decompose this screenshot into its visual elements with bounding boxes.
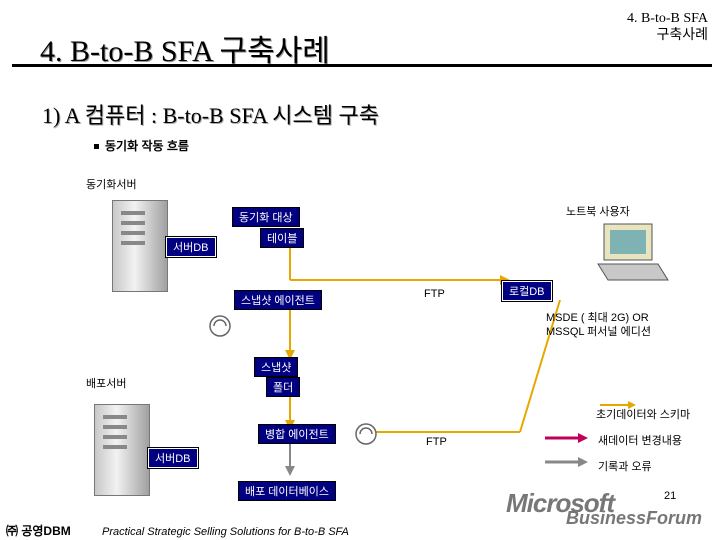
- business-forum-logo: BusinessForum: [566, 508, 703, 528]
- section-subtitle: 1) A 컴퓨터 : B-to-B SFA 시스템 구축: [42, 103, 379, 128]
- flow-arrowhead-snapshot: [285, 350, 295, 360]
- corner-heading: 4. B-to-B SFA 구축사례: [627, 10, 708, 44]
- legend-log-label: 기록과 오류: [598, 461, 652, 473]
- sync-target-label: 동기화 대상: [232, 207, 300, 227]
- snapshot-label: 스냅샷: [254, 357, 299, 377]
- snapshot-agent-label: 스냅샷 에이전트: [234, 290, 322, 310]
- title-underline: [12, 64, 712, 67]
- deploy-server-label: 배포서버: [86, 378, 127, 390]
- sync-server-icon: [112, 200, 168, 292]
- page-title: 4. B-to-B SFA 구축사례: [40, 35, 330, 68]
- deploy-server-icon: [94, 404, 150, 496]
- corner-heading-line1: 4. B-to-B SFA: [626, 11, 708, 26]
- flow-arrowhead-deploy: [285, 466, 295, 476]
- legend-arrowhead-new: [578, 433, 588, 443]
- legend-arrowhead-initial: [628, 401, 636, 409]
- local-db-label: 로컬DB: [501, 280, 553, 302]
- legend-initial-label: 초기데이터와 스키마: [596, 409, 691, 421]
- merge-agent-icon: [355, 423, 377, 445]
- table-label: 테이블: [260, 228, 305, 248]
- server-db-bottom: 서버DB: [147, 447, 199, 469]
- notebook-icon: [594, 220, 672, 286]
- corner-heading-line2: 구축사례: [656, 28, 708, 43]
- merge-agent-label: 병합 에이전트: [258, 424, 336, 444]
- legend-arrowhead-log: [578, 457, 588, 467]
- bullet-text: 동기화 작동 흐름: [105, 139, 189, 153]
- msde-line1: MSDE ( 최대 2G) OR: [546, 312, 649, 324]
- page-number: 21: [664, 490, 677, 502]
- footer-caption: Practical Strategic Selling Solutions fo…: [102, 526, 349, 538]
- bullet-square-icon: [94, 144, 99, 150]
- msde-line2: MSSQL 퍼서널 에디션: [546, 326, 651, 338]
- folder-label: 폴더: [266, 377, 301, 397]
- deploy-db-label: 배포 데이터베이스: [238, 481, 337, 501]
- ftp-bottom-label: FTP: [426, 436, 447, 448]
- snapshot-agent-icon: [209, 315, 231, 337]
- sync-server-label: 동기화서버: [86, 179, 137, 191]
- server-db-top: 서버DB: [165, 236, 217, 258]
- ftp-top-label: FTP: [424, 288, 445, 300]
- notebook-user-label: 노트북 사용자: [566, 206, 630, 218]
- legend-new-label: 새데이터 변경내용: [598, 435, 683, 447]
- company-name: ㈜ 공영DBM: [6, 524, 71, 538]
- microsoft-logo: Microsoft: [506, 488, 615, 518]
- bullet-item: 동기화 작동 흐름: [94, 137, 189, 154]
- flow-line-merge-up: [519, 299, 561, 433]
